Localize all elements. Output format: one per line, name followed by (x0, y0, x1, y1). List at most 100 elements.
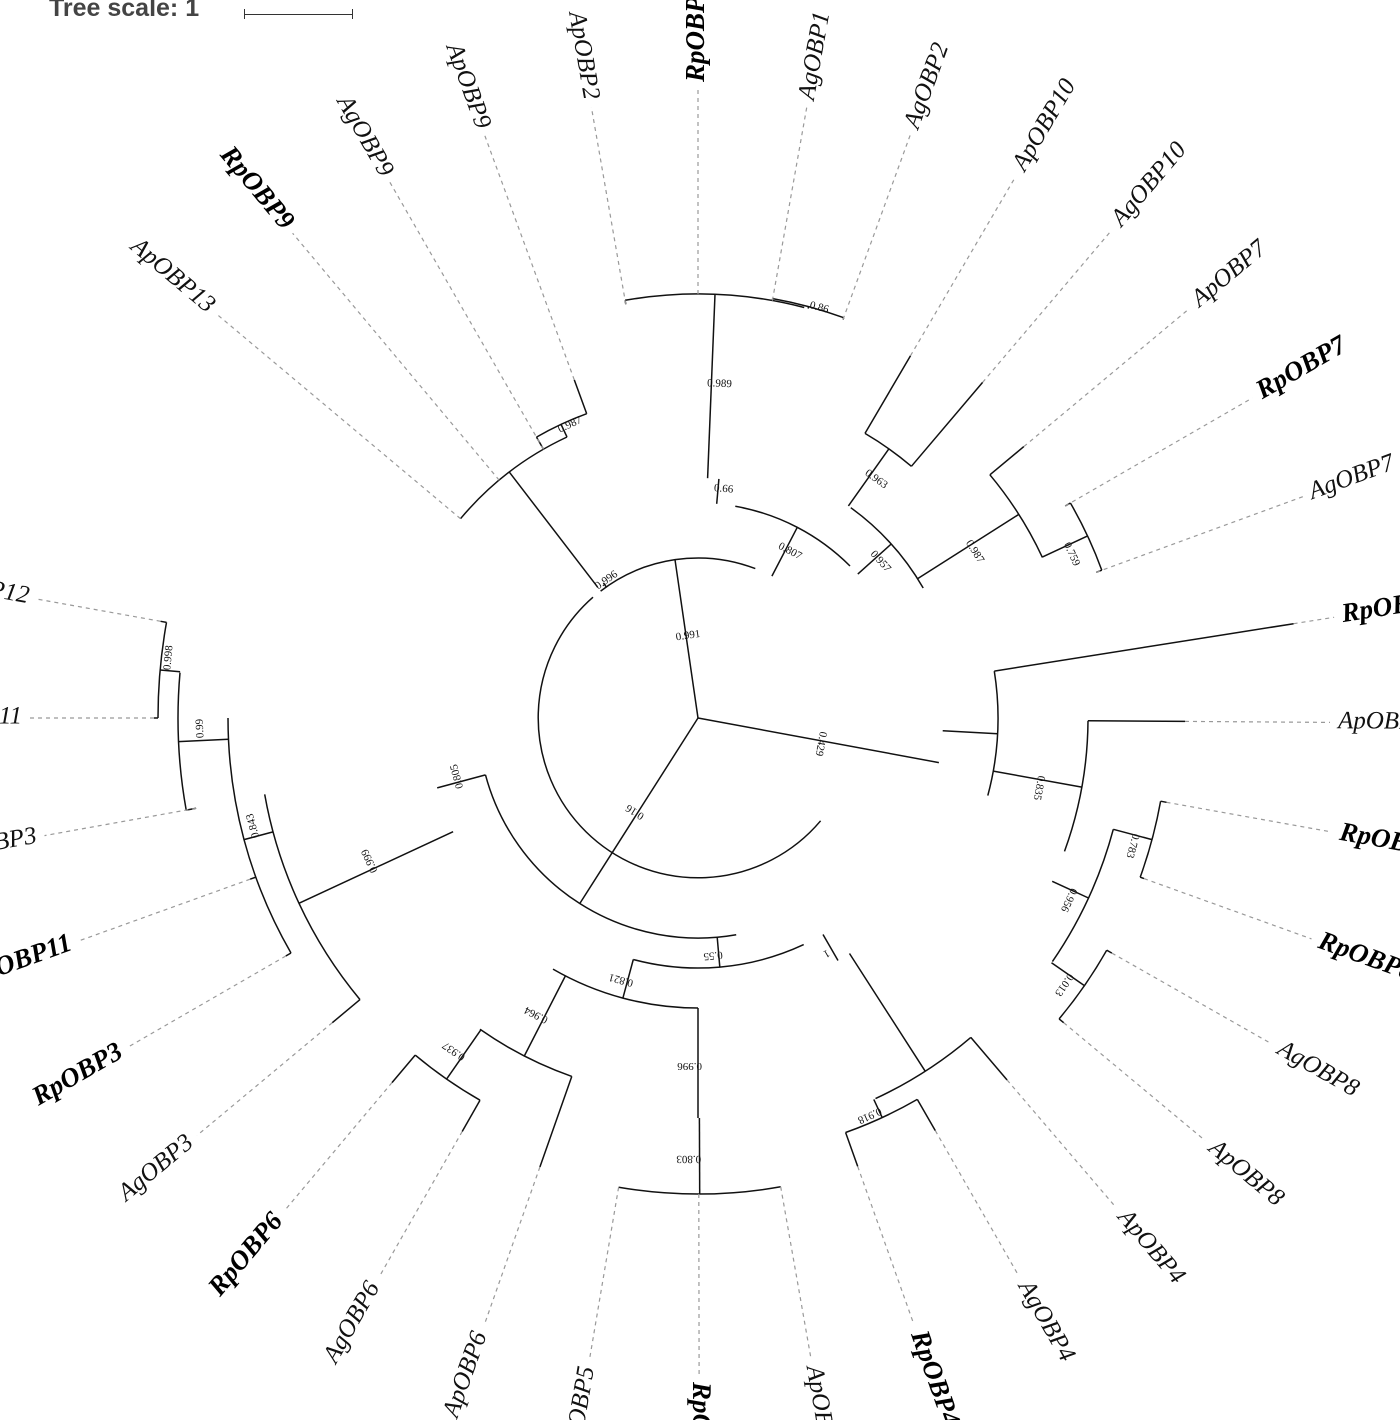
leaf-branch (391, 1054, 416, 1084)
leaf-label: RpOBP2 (680, 0, 710, 83)
branch-stem (873, 1099, 883, 1118)
branch-arc (633, 943, 805, 969)
branch-stem (523, 975, 567, 1057)
leaf-branch (1058, 1018, 1065, 1024)
support-value: 0.996 (593, 568, 621, 592)
leaf-label: AgOBP8 (1271, 1034, 1364, 1103)
leaf-guide-line (1111, 952, 1273, 1045)
leaf-label: RpOBP8 (1314, 925, 1400, 987)
leaf-guide-line (292, 232, 500, 481)
leaf-branch (461, 1099, 481, 1132)
branch-arc (875, 1036, 972, 1100)
leaf-guide-line (44, 807, 197, 837)
leaf-label: AgOBP4 (1012, 1274, 1081, 1366)
support-value: 0.66 (714, 482, 735, 496)
tree-scale-label: Tree scale: 1 (49, 0, 200, 22)
branch-stem (1051, 880, 1089, 899)
branch-arc (459, 436, 568, 520)
support-value: 0.918 (855, 1105, 883, 1126)
leaf-branch (910, 381, 984, 467)
branch-stem (445, 1029, 482, 1080)
branch-stem (178, 738, 229, 743)
leaf-guide-line (127, 955, 287, 1048)
branch-stem (508, 471, 599, 588)
branch-arc (850, 507, 924, 589)
leaf-label: AgOBP5 (558, 1364, 600, 1420)
branch-stem (602, 582, 607, 588)
branch-arc (537, 596, 822, 879)
leaf-branch (285, 952, 292, 957)
leaf-branch (1160, 800, 1167, 804)
branch-stem (716, 937, 721, 968)
leaf-guide-line (283, 1082, 393, 1212)
support-value: 0.821 (608, 971, 635, 989)
leaf-guide-line (484, 135, 575, 381)
leaf-label: RpOBP11 (0, 927, 76, 993)
branch-arc (624, 293, 805, 309)
branch-stem (160, 669, 181, 673)
support-value: 0.803 (676, 1153, 701, 1165)
tree-branches (154, 293, 1294, 1195)
leaf-guide-line (483, 1166, 541, 1326)
branch-arc (479, 1028, 573, 1078)
branch-stem (917, 513, 1020, 580)
support-value: 0.99 (194, 718, 207, 738)
leaf-guide-line (36, 598, 161, 622)
branch-stem (298, 831, 454, 904)
leaf-label: ApOBP6 (437, 1327, 493, 1420)
leaf-label: AgOBP3 (111, 1129, 198, 1208)
leaf-guide-line (780, 1186, 812, 1359)
tree-scale-bar (244, 9, 353, 19)
branch-stem (1113, 828, 1153, 841)
leaf-guide-line (378, 1131, 463, 1278)
leaf-branch (994, 622, 1294, 672)
leaf-label: RpOBP10 (1338, 581, 1400, 628)
branch-arc (600, 557, 756, 592)
branch-arc (484, 774, 737, 939)
branch-stem (1041, 535, 1088, 558)
branch-stem (993, 770, 1082, 788)
leaf-branch (1106, 949, 1113, 954)
branch-arc (227, 717, 292, 954)
branch-arc (845, 1098, 918, 1134)
leaf-branch (916, 1099, 936, 1131)
leaf-label: ApOBP9 (440, 38, 497, 133)
leaf-label: ApOBP3 (0, 822, 39, 865)
support-value: 0.86 (808, 299, 830, 316)
support-value: 0.998 (161, 644, 175, 670)
branch-arc (414, 1054, 481, 1101)
branch-stem (848, 953, 926, 1072)
leaf-branch (160, 620, 167, 624)
support-value: 0.963 (863, 467, 891, 491)
leaf-guide-line (78, 878, 251, 942)
leaf-branch (249, 876, 257, 880)
support-value: 0.987 (556, 414, 584, 436)
leaf-branch (1139, 876, 1145, 880)
leaf-guide-line (982, 229, 1113, 383)
branch-arc (263, 794, 361, 1001)
leaf-guide-line (590, 107, 627, 305)
leaf-label: ApOBP12 (0, 564, 31, 609)
leaf-label: ApOBP10 (1006, 74, 1082, 177)
branch-arc (772, 297, 844, 319)
branch-arc (552, 968, 699, 1009)
leaf-label: RpOBP1 (1337, 816, 1400, 863)
support-value: 0.429 (813, 731, 829, 758)
leaf-guide-line (1023, 307, 1191, 448)
branch-arc (157, 622, 168, 719)
branch-arc (864, 432, 912, 467)
branch-stem (715, 478, 720, 504)
support-value: 0.013 (1052, 971, 1076, 999)
leaf-label: AgOBP7 (1303, 449, 1399, 506)
leaf-guide-line (216, 313, 461, 520)
leaf-label: RpOBP9 (214, 139, 301, 235)
support-value: 0.805 (448, 762, 466, 789)
branch-arc (1051, 829, 1115, 963)
leaf-branch (573, 379, 588, 414)
support-value: 0.956 (1058, 886, 1079, 914)
branch-stem (697, 717, 940, 764)
support-value: 1 (821, 947, 832, 960)
support-value: 0.783 (1123, 832, 1141, 859)
leaf-branch (539, 1076, 573, 1168)
leaf-guide-line (1184, 720, 1331, 724)
